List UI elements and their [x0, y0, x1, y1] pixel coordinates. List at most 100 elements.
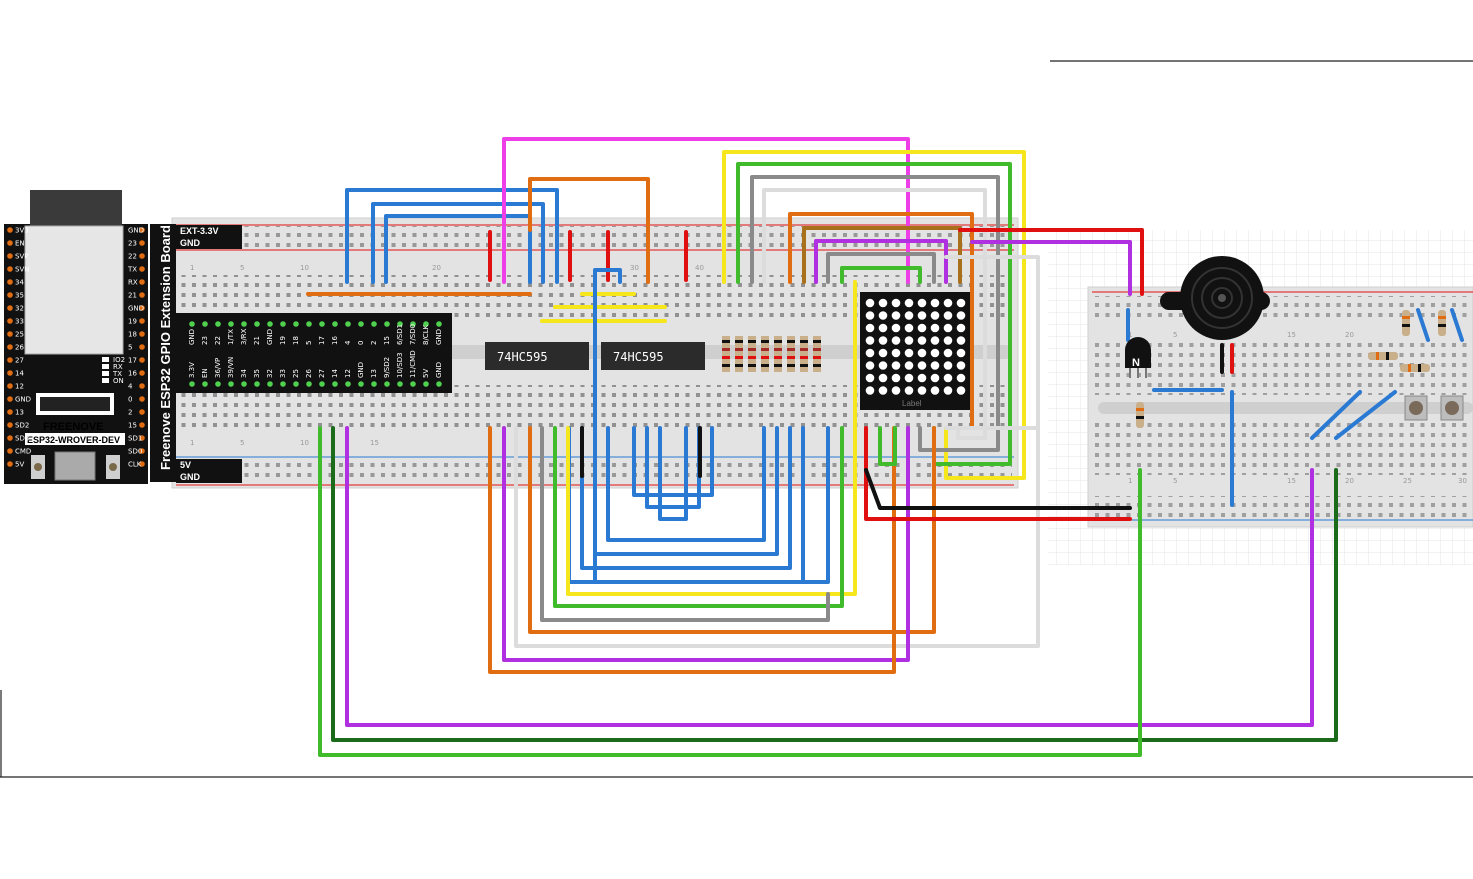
- resistor-band: [735, 340, 743, 343]
- resistor-band: [722, 348, 730, 351]
- esp32-pin-label: 5V: [15, 461, 24, 469]
- wire-dark-green: [331, 426, 1338, 742]
- esp32-pin-label: 34: [15, 279, 24, 287]
- esp32-pin: [7, 344, 13, 350]
- header-pin-label: 9/SD2: [383, 357, 391, 378]
- wire-yellow: [722, 150, 1026, 480]
- wire-blue: [1450, 308, 1464, 342]
- header-pin: [280, 321, 286, 327]
- resistor: [1402, 310, 1410, 336]
- header-pin: [202, 381, 208, 387]
- header-pin-label: 12: [344, 369, 352, 378]
- matrix-led: [891, 323, 901, 333]
- resistor-band: [1136, 416, 1144, 419]
- header-pin-label: 3.3V: [188, 362, 196, 378]
- resistor: [1438, 310, 1446, 336]
- esp32-pin-label: 13: [15, 409, 24, 417]
- resistor: [722, 336, 730, 372]
- esp32-pin: [139, 422, 145, 428]
- wire-blue: [1334, 390, 1397, 440]
- esp32-pin-label: 17: [128, 357, 137, 365]
- header-pin-label: 14: [331, 369, 339, 378]
- matrix-led: [904, 348, 914, 358]
- header-pin: [436, 381, 442, 387]
- npn-transistor: N: [1125, 337, 1151, 378]
- column-number: 15: [370, 439, 379, 447]
- esp32-pin-label: GND: [128, 227, 144, 235]
- push-button-2[interactable]: [1440, 395, 1464, 421]
- column-number: 5: [1173, 331, 1177, 339]
- matrix-led: [865, 361, 875, 370]
- matrix-led: [917, 311, 927, 320]
- wire-purple: [345, 426, 1314, 727]
- esp32-pin-label: SD1: [128, 435, 142, 443]
- wire-yellow: [566, 280, 857, 596]
- matrix-led: [917, 361, 927, 370]
- wire-purple: [970, 240, 1132, 296]
- matrix-led: [930, 298, 940, 308]
- chip-label: 74HC595: [613, 350, 664, 364]
- header-pin: [189, 321, 195, 327]
- esp32-pin-label: 18: [128, 331, 137, 339]
- resistor-band: [813, 364, 821, 367]
- resistor-band: [1402, 324, 1410, 327]
- matrix-led: [904, 311, 914, 320]
- esp32-pin: [139, 292, 145, 298]
- wire-gray: [540, 426, 830, 622]
- esp32-pin-label: CMD: [15, 448, 31, 456]
- column-number: 20: [432, 264, 441, 272]
- resistor-band: [787, 356, 795, 359]
- resistor-band: [761, 364, 769, 367]
- esp32-pin-label: EN: [15, 240, 25, 248]
- matrix-led: [878, 311, 888, 320]
- header-pin-label: 39/VN: [227, 357, 235, 378]
- header-pin: [215, 381, 221, 387]
- esp32-pin: [7, 331, 13, 337]
- header-pin-label: GND: [435, 362, 443, 378]
- resistor: [787, 336, 795, 372]
- matrix-led: [904, 323, 914, 333]
- header-pin: [254, 381, 260, 387]
- esp32-pin: [139, 227, 145, 233]
- esp32-left-pins: 3V3ENSVPSVN343532332526271412GND13SD2SD3…: [7, 227, 31, 469]
- wire-purple: [814, 239, 948, 284]
- wire-red: [864, 426, 1132, 521]
- wire-blue: [1310, 390, 1362, 440]
- header-pin-label: GND: [266, 329, 274, 345]
- esp32-pin: [7, 305, 13, 311]
- led-label: RX: [113, 363, 123, 371]
- header-pin: [293, 321, 299, 327]
- header-pin: [267, 321, 273, 327]
- matrix-led: [930, 311, 940, 320]
- esp32-brand: FREENOVE: [43, 421, 104, 433]
- header-pin: [332, 321, 338, 327]
- header-pin: [397, 381, 403, 387]
- push-button-1[interactable]: [1404, 395, 1428, 421]
- header-pin: [384, 321, 390, 327]
- column-number: 1: [1128, 477, 1132, 485]
- shift-register-1: 74HC595: [485, 342, 589, 370]
- column-number: 1: [190, 439, 194, 447]
- esp32-pin: [139, 279, 145, 285]
- column-number: 30: [630, 264, 639, 272]
- esp32-pin-label: 21: [128, 292, 137, 300]
- resistor-band: [722, 356, 730, 359]
- esp32-pin-label: 27: [15, 357, 24, 365]
- esp32-pin: [7, 318, 13, 324]
- matrix-led: [943, 348, 953, 358]
- matrix-led: [878, 336, 888, 345]
- header-pin: [358, 381, 364, 387]
- matrix-led: [865, 386, 875, 395]
- shift-register-2: 74HC595: [601, 342, 705, 370]
- esp32-pin-label: 12: [15, 383, 24, 391]
- esp32-pin-label: 26: [15, 344, 24, 352]
- gpio-header: [176, 313, 452, 393]
- header-pin-label: 34: [240, 369, 248, 378]
- wire-blue: [593, 426, 830, 584]
- wire-gray: [826, 252, 936, 284]
- resistor-band: [761, 340, 769, 343]
- matrix-led: [956, 361, 966, 370]
- resistor: [813, 336, 821, 372]
- header-pin: [293, 381, 299, 387]
